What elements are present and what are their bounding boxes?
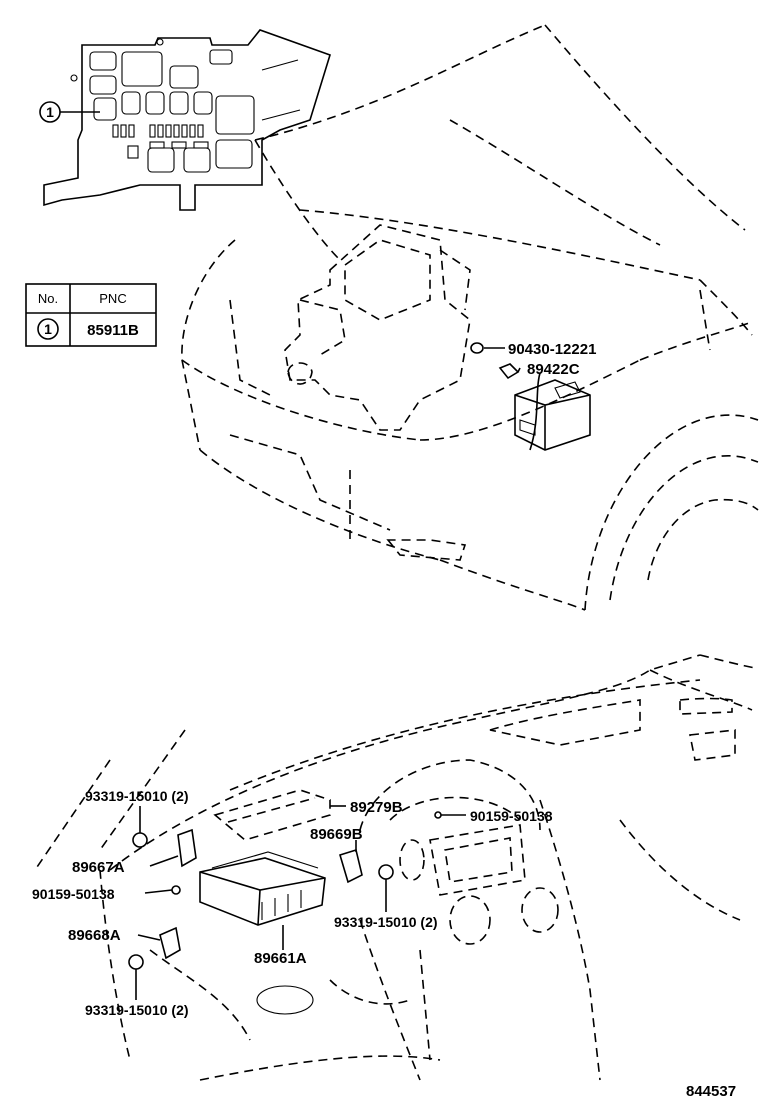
label-89669B: 89669B [310,826,363,843]
leaders-top [484,347,541,451]
label-90159-50138-b: 90159-50138 [32,886,115,902]
label-90430-12221: 90430-12221 [508,341,596,358]
figure-number: 844537 [686,1083,736,1100]
label-89667A: 89667A [72,859,125,876]
label-89668A: 89668A [68,927,121,944]
table-header-no: No. [38,291,58,306]
dashboard-illustration [34,654,756,1081]
table-row-pnc: 85911B [87,322,139,339]
callout-1: 1 [39,101,100,123]
label-90159-50138-a: 90159-50138 [470,808,553,824]
leaders-bottom [135,805,466,1000]
engine-bay-illustration [181,24,759,611]
pnc-table: No. PNC 1 85911B [25,283,157,347]
ecu-illustration [128,811,442,970]
label-93319-15010-b: 93319-15010 (2) [334,914,438,930]
label-93319-15010-c: 93319-15010 (2) [85,1002,189,1018]
label-93319-15010-a: 93319-15010 (2) [85,788,189,804]
label-89661A: 89661A [254,950,307,967]
relay-block-illustration [43,29,331,211]
callout-number: 1 [46,104,54,120]
label-89422C: 89422C [527,361,580,378]
table-header-pnc: PNC [99,291,126,306]
label-89279B: 89279B [350,799,403,816]
table-row-no: 1 [44,321,52,337]
